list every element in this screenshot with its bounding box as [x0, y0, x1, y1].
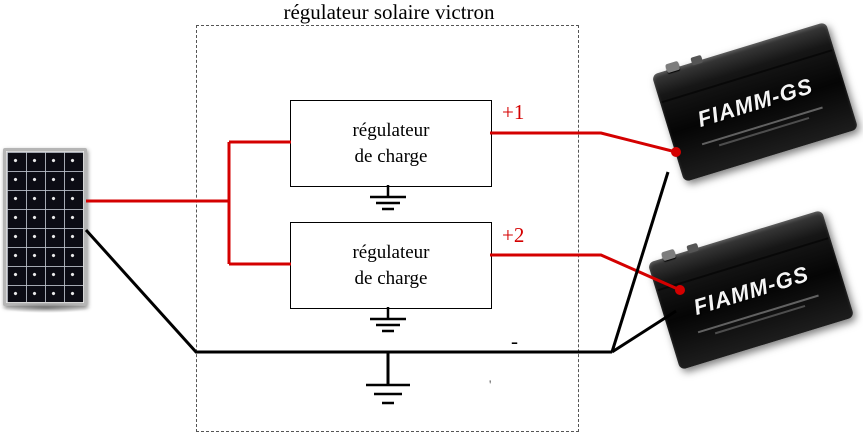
output-plus2-label: +2	[502, 223, 525, 247]
charge-regulator-1-label-line1: régulateur	[352, 119, 430, 141]
diagram-title: régulateur solaire victron	[283, 0, 495, 24]
charge-regulator-1-label-line2: de charge	[354, 145, 428, 167]
battery-1-terminal-post-2	[690, 54, 704, 66]
solar-panel-cells	[7, 152, 83, 302]
battery-1-icon: FIAMM-GS	[651, 21, 859, 183]
charge-regulator-2-label-line2: de charge	[354, 267, 428, 289]
output-plus1-label: +1	[502, 100, 525, 124]
battery-2-icon: FIAMM-GS	[647, 209, 855, 371]
charge-regulator-1-box: régulateur de charge	[290, 100, 492, 187]
charge-regulator-2-box: régulateur de charge	[290, 222, 492, 309]
battery-2-terminal-post	[661, 248, 677, 262]
solar-panel-icon	[3, 148, 87, 306]
charge-regulator-2-label-line1: régulateur	[352, 241, 430, 263]
battery-1-terminal-post	[665, 60, 681, 74]
battery-1-brand-label: FIAMM-GS	[694, 73, 816, 132]
battery-2-terminal-post-2	[686, 242, 700, 254]
solar-panel-shadow	[0, 303, 92, 313]
battery-2-brand-label: FIAMM-GS	[690, 261, 812, 320]
stray-mark: '	[489, 377, 492, 392]
minus-label: -	[511, 329, 518, 353]
